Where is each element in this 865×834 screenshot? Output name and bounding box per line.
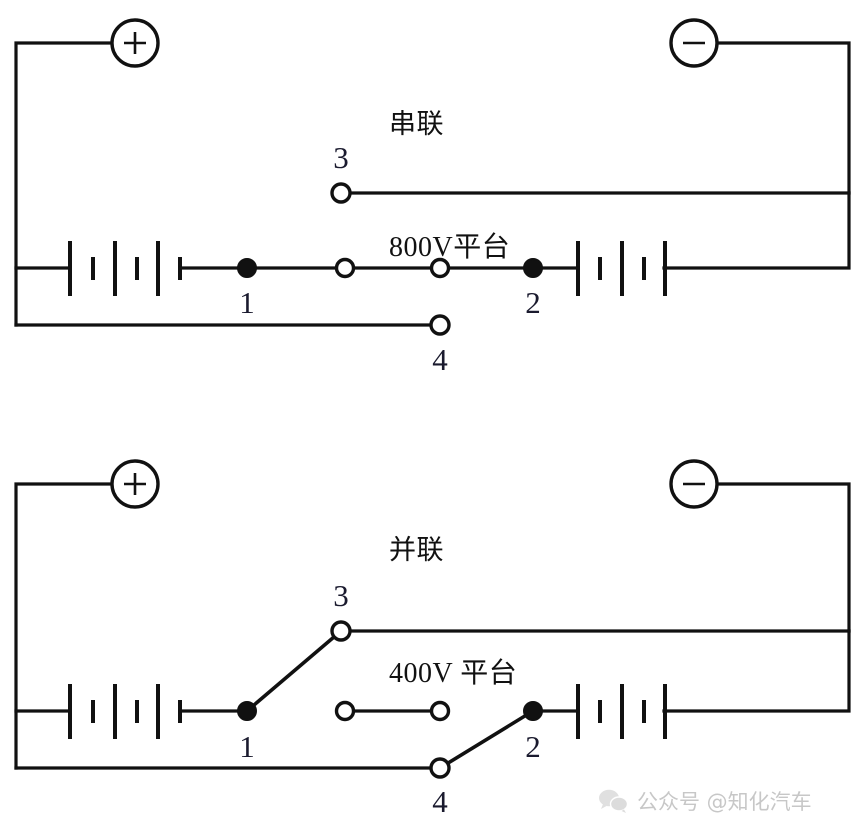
parallel-label-3: 3 <box>333 578 349 613</box>
parallel-label-1: 1 <box>239 729 255 764</box>
series-label-1: 1 <box>239 285 255 320</box>
parallel-caption-line1: 并联 <box>389 535 444 567</box>
parallel-contact-3[interactable] <box>330 620 352 642</box>
parallel-battery-right <box>576 684 667 739</box>
wechat-icon <box>599 789 628 813</box>
parallel-contact-2[interactable] <box>523 701 543 721</box>
parallel-label-2: 2 <box>525 729 541 764</box>
watermark: 公众号 @知化汽车 <box>598 786 812 816</box>
parallel-wire-right-rail-top <box>715 482 851 633</box>
series-label-4: 4 <box>432 342 448 377</box>
parallel-wire-left-rail <box>14 482 115 770</box>
series-wire-right-rail-top <box>715 41 851 195</box>
series-contact-mid-a[interactable] <box>334 257 356 279</box>
series-caption: 串联 800V平台 <box>389 22 510 352</box>
series-contact-3[interactable] <box>330 182 352 204</box>
parallel-battery-left <box>68 684 182 739</box>
parallel-label-4: 4 <box>432 784 448 819</box>
parallel-contact-1[interactable] <box>237 701 257 721</box>
series-contact-4[interactable] <box>429 314 451 336</box>
series-label-2: 2 <box>525 285 541 320</box>
series-circuit: 1 2 3 4 <box>14 18 851 377</box>
series-caption-line2: 800V平台 <box>389 232 511 264</box>
series-label-3: 3 <box>333 140 349 175</box>
parallel-switch-blade-2-to-4[interactable] <box>438 709 535 770</box>
series-caption-line1: 串联 <box>389 109 444 141</box>
parallel-caption: 并联 400V 平台 <box>389 448 517 778</box>
parallel-switch-blade-1-to-3[interactable] <box>245 629 343 713</box>
series-contact-1[interactable] <box>237 258 257 278</box>
series-wire-left-rail <box>14 41 115 327</box>
parallel-wire-right-rail-bottom <box>662 629 851 713</box>
series-battery-right <box>576 241 667 296</box>
parallel-contact-mid-b[interactable] <box>429 700 451 722</box>
parallel-contact-mid-a[interactable] <box>334 700 356 722</box>
series-battery-left <box>68 241 182 296</box>
watermark-text: 公众号 @知化汽车 <box>637 790 812 814</box>
series-contact-2[interactable] <box>523 258 543 278</box>
parallel-caption-line2: 400V 平台 <box>389 658 518 690</box>
parallel-contact-4[interactable] <box>429 757 451 779</box>
parallel-circuit: 1 2 3 4 <box>14 459 851 819</box>
series-contact-mid-b[interactable] <box>429 257 451 279</box>
series-wire-right-rail-bottom <box>662 191 851 270</box>
